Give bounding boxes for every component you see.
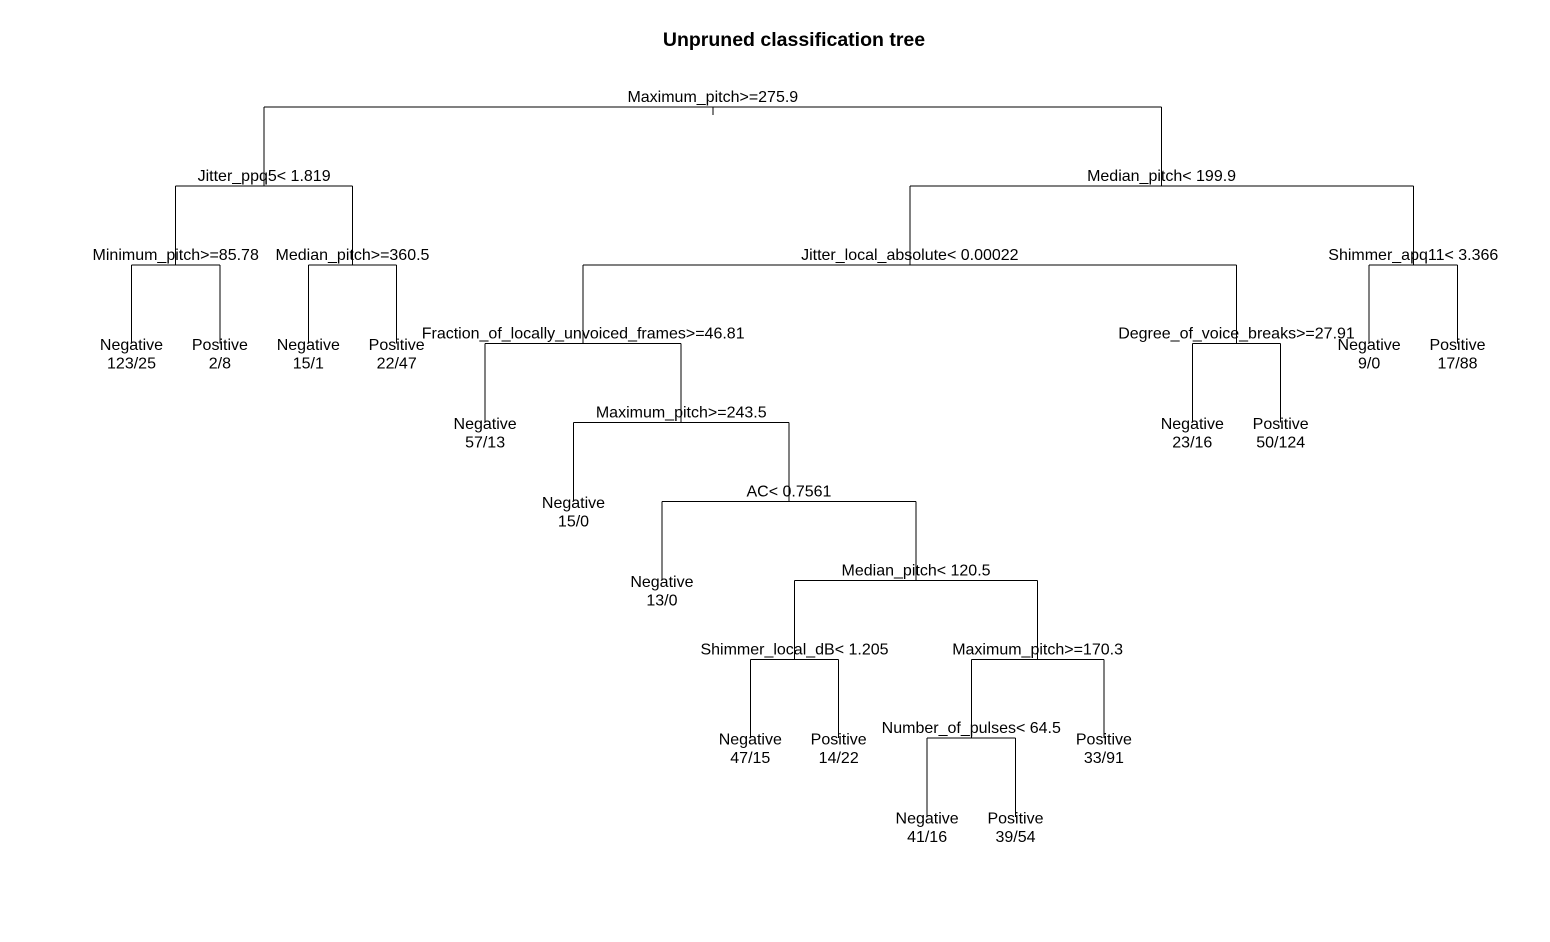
split-node-label: Maximum_pitch>=170.3 bbox=[952, 641, 1123, 658]
split-node-label: Jitter_ppq5< 1.819 bbox=[198, 168, 331, 185]
split-node-label: Median_pitch< 120.5 bbox=[842, 562, 991, 579]
leaf-class-label: Positive bbox=[369, 337, 425, 354]
leaf-class-label: Positive bbox=[1076, 732, 1132, 749]
split-node-label: Shimmer_local_dB< 1.205 bbox=[700, 641, 888, 658]
split-node-label: Degree_of_voice_breaks>=27.91 bbox=[1118, 326, 1355, 343]
leaf-class-label: Negative bbox=[630, 574, 693, 591]
split-node-label: Fraction_of_locally_unvoiced_frames>=46.… bbox=[422, 326, 745, 343]
leaf-class-label: Negative bbox=[719, 732, 782, 749]
leaf-counts-label: 22/47 bbox=[377, 356, 417, 373]
leaf-counts-label: 47/15 bbox=[730, 750, 770, 767]
leaf-counts-label: 41/16 bbox=[907, 829, 947, 846]
leaf-class-label: Positive bbox=[1429, 337, 1485, 354]
split-node-label: Maximum_pitch>=243.5 bbox=[596, 405, 767, 422]
leaf-class-label: Negative bbox=[454, 416, 517, 433]
leaf-counts-label: 15/1 bbox=[293, 356, 324, 373]
leaf-counts-label: 23/16 bbox=[1172, 435, 1212, 452]
leaf-class-label: Negative bbox=[1161, 416, 1224, 433]
split-node-label: Jitter_local_absolute< 0.00022 bbox=[801, 247, 1019, 264]
split-node-label: Number_of_pulses< 64.5 bbox=[882, 720, 1061, 737]
leaf-counts-label: 50/124 bbox=[1256, 435, 1305, 452]
leaf-counts-label: 57/13 bbox=[465, 435, 505, 452]
split-node-label: AC< 0.7561 bbox=[746, 484, 831, 501]
leaf-class-label: Positive bbox=[1253, 416, 1309, 433]
leaf-class-label: Positive bbox=[987, 811, 1043, 828]
leaf-class-label: Positive bbox=[192, 337, 248, 354]
split-node-label: Median_pitch>=360.5 bbox=[276, 247, 430, 264]
leaf-counts-label: 15/0 bbox=[558, 514, 589, 531]
diagram-title: Unpruned classification tree bbox=[663, 29, 925, 51]
leaf-class-label: Negative bbox=[100, 337, 163, 354]
split-node-label: Median_pitch< 199.9 bbox=[1087, 168, 1236, 185]
leaf-counts-label: 17/88 bbox=[1437, 356, 1477, 373]
split-node-label: Minimum_pitch>=85.78 bbox=[93, 247, 259, 264]
leaf-counts-label: 2/8 bbox=[209, 356, 231, 373]
leaf-counts-label: 9/0 bbox=[1358, 356, 1380, 373]
tree-edges bbox=[131, 106, 1458, 818]
leaf-counts-label: 14/22 bbox=[819, 750, 859, 767]
leaf-class-label: Negative bbox=[896, 811, 959, 828]
leaf-class-label: Negative bbox=[542, 495, 605, 512]
split-node-label: Shimmer_apq11< 3.366 bbox=[1328, 247, 1498, 264]
leaf-counts-label: 13/0 bbox=[646, 592, 677, 609]
leaf-class-label: Positive bbox=[811, 732, 867, 749]
leaf-counts-label: 33/91 bbox=[1084, 750, 1124, 767]
leaf-class-label: Negative bbox=[277, 337, 340, 354]
leaf-counts-label: 123/25 bbox=[107, 356, 156, 373]
split-node-label: Maximum_pitch>=275.9 bbox=[627, 89, 798, 106]
leaf-counts-label: 39/54 bbox=[995, 829, 1035, 846]
leaf-class-label: Negative bbox=[1338, 337, 1401, 354]
